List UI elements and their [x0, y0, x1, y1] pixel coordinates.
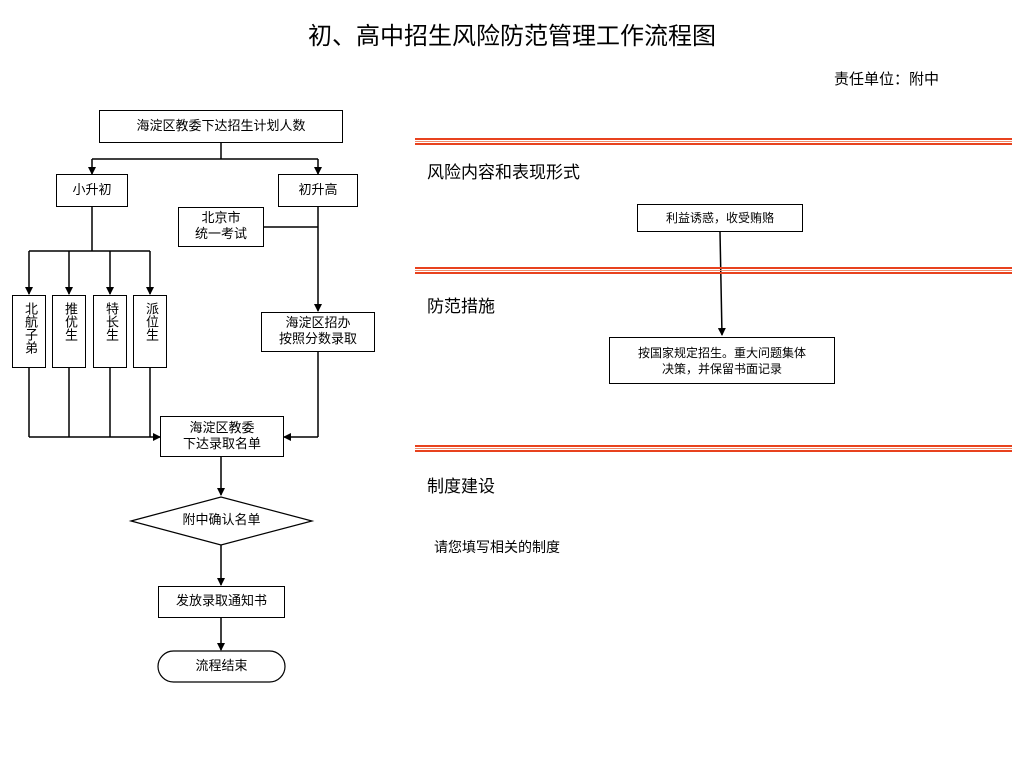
confirm-list-label: 附中确认名单: [182, 513, 261, 528]
box-risk-item: 利益诱惑，收受贿赂: [637, 204, 803, 232]
divider-risk: [415, 138, 1012, 145]
box-score-admission: 海淀区招办 按照分数录取: [261, 312, 375, 352]
heading-risk: 风险内容和表现形式: [427, 163, 580, 183]
prevention-line2: 决策，并保留书面记录: [661, 361, 782, 376]
box-channel-recommended: 推优生: [52, 295, 86, 368]
arrow-risk-to-prevention: [717, 231, 726, 336]
prevention-line1: 按国家规定招生。重大问题集体: [637, 345, 806, 360]
heading-prevention: 防范措施: [427, 297, 495, 317]
divider-prevention: [415, 267, 1012, 274]
box-issue-notice: 发放录取通知书: [158, 586, 285, 618]
box-admission-list: 海淀区教委 下达录取名单: [160, 416, 284, 457]
unified-exam-line1: 北京市: [201, 211, 241, 226]
responsible-unit: 责任单位：附中: [834, 70, 940, 88]
admission-list-line1: 海淀区教委: [189, 420, 255, 436]
box-unified-exam: 北京市 统一考试: [178, 207, 264, 247]
box-primary-to-middle: 小升初: [56, 174, 128, 207]
heading-system: 制度建设: [427, 477, 495, 497]
box-middle-to-high: 初升高: [278, 174, 358, 207]
box-prevention-item: 按国家规定招生。重大问题集体 决策，并保留书面记录: [609, 337, 835, 384]
divider-system: [415, 445, 1012, 452]
box-channel-specialty: 特长生: [93, 295, 127, 368]
box-channel-allocation: 派位生: [133, 295, 167, 368]
end-label: 流程结束: [195, 658, 248, 674]
box-enrollment-plan: 海淀区教委下达招生计划人数: [99, 110, 343, 143]
system-note[interactable]: 请您填写相关的制度: [434, 540, 560, 556]
unified-exam-line2: 统一考试: [194, 227, 247, 242]
box-channel-beihang: 北航子弟: [12, 295, 46, 368]
score-admission-line2: 按照分数录取: [278, 332, 357, 347]
page-title: 初、高中招生风险防范管理工作流程图: [308, 22, 716, 50]
score-admission-line1: 海淀区招办: [285, 316, 351, 331]
end-terminator: [157, 650, 286, 683]
admission-list-line2: 下达录取名单: [182, 436, 261, 452]
confirm-diamond: [128, 496, 315, 546]
